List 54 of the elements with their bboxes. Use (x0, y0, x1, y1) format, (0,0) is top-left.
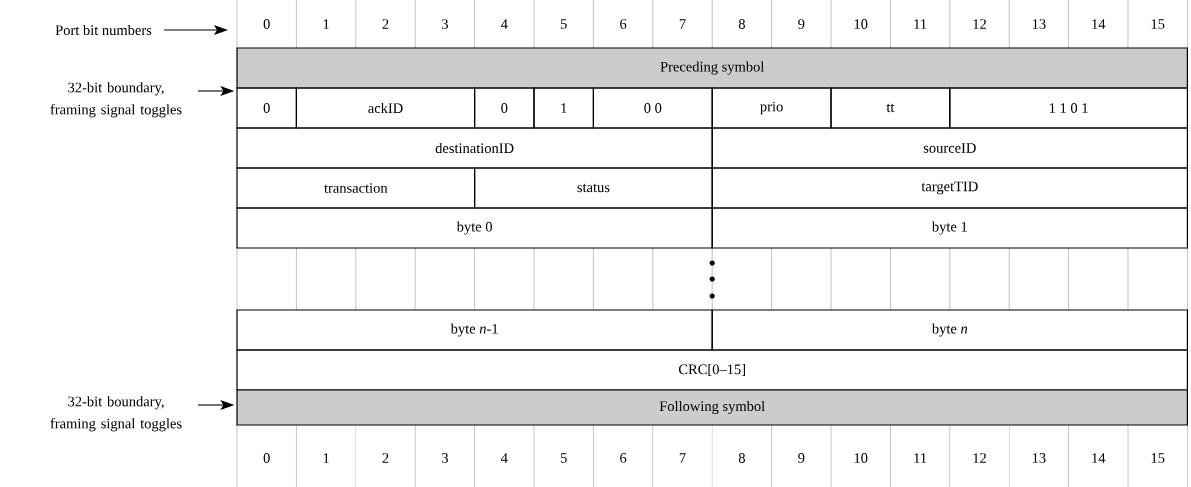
side-label: Port bit numbers (55, 24, 152, 36)
bit-number: 3 (442, 19, 448, 29)
bit-number: 9 (798, 453, 805, 463)
bit-number: 13 (1032, 453, 1046, 463)
bit-number: 4 (500, 19, 508, 29)
bit-number: 14 (1092, 453, 1106, 463)
bit-number: 15 (1151, 453, 1165, 463)
bit-number: 15 (1151, 19, 1165, 29)
bit-number: 5 (560, 19, 567, 29)
bit-number: 2 (382, 19, 389, 29)
field-box: targetTID (711, 167, 1188, 209)
side-label: 32-bit boundary, framing signal toggles (50, 396, 182, 432)
bit-number: 0 (263, 19, 270, 29)
field-box: prio (711, 87, 832, 129)
bit-number: 12 (973, 19, 986, 29)
symbol-band: Following symbol (236, 389, 1188, 426)
bit-number: 12 (973, 453, 986, 463)
bit-number: 1 (323, 453, 329, 463)
field-box: 1 1 0 1 (949, 87, 1188, 129)
bit-number: 10 (854, 453, 868, 463)
field-box: byte 0 (236, 207, 713, 249)
bit-number: 4 (500, 453, 508, 463)
symbol-band: Preceding symbol (236, 47, 1188, 89)
field-box: byte n (711, 309, 1188, 351)
field-box: 0 0 (592, 87, 713, 129)
bit-number: 11 (914, 453, 927, 463)
bit-number: 2 (382, 453, 389, 463)
field-box: byte 1 (711, 207, 1188, 249)
field-box: ackID (295, 87, 476, 129)
bit-number: 8 (738, 453, 745, 463)
bit-number: 8 (738, 19, 745, 29)
bit-number: 6 (620, 19, 627, 29)
bit-number: 9 (798, 19, 805, 29)
bit-number: 1 (323, 19, 329, 29)
field-box: 0 (474, 87, 535, 129)
field-box: 0 (236, 87, 297, 129)
field-box: byte n-1 (236, 309, 713, 351)
side-label: 32-bit boundary, framing signal toggles (50, 82, 182, 118)
bit-number: 14 (1092, 19, 1106, 29)
field-box: destinationID (236, 127, 713, 169)
field-box: status (474, 167, 713, 209)
field-box: sourceID (711, 127, 1188, 169)
bit-number: 7 (679, 19, 686, 29)
bit-number: 3 (442, 453, 448, 463)
field-box: transaction (236, 167, 476, 209)
bit-number: 5 (560, 453, 567, 463)
field-box: tt (830, 87, 951, 129)
bit-number: 6 (620, 453, 627, 463)
bit-number: 10 (854, 19, 868, 29)
bit-number: 13 (1032, 19, 1046, 29)
bit-number: 7 (679, 453, 686, 463)
field-box: 1 (533, 87, 594, 129)
bit-number: 0 (263, 453, 270, 463)
bit-number: 11 (914, 19, 927, 29)
